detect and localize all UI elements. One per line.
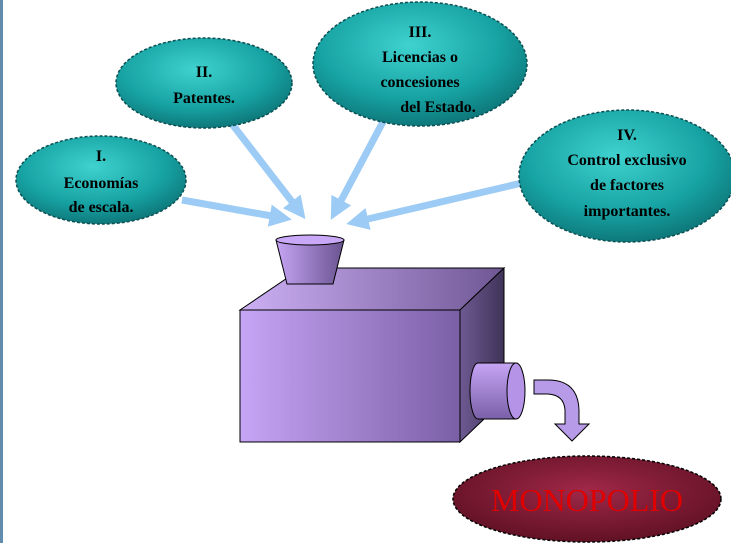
arrow-ii <box>229 121 306 220</box>
cause-iv-line-1: Control exclusivo <box>567 152 686 169</box>
cause-ii-line-1: Patentes. <box>173 90 235 107</box>
arrow-iii <box>330 116 389 220</box>
arrow-i <box>181 196 292 227</box>
result-label: MONOPOLIO <box>491 482 683 518</box>
cause-ellipse-i: I. Economías de escala. <box>15 135 187 225</box>
result-ellipse: MONOPOLIO <box>452 455 722 543</box>
cause-ellipse-iii: III. Licencias o concesiones del Estado. <box>312 1 528 127</box>
cause-iii-line-2: concesiones <box>380 74 459 91</box>
machine-top <box>238 267 506 311</box>
monopoly-machine <box>238 234 591 444</box>
cause-arrows <box>181 116 523 230</box>
arrow-iv <box>346 179 523 230</box>
cause-ii-numeral: II. <box>196 64 212 81</box>
edge-strip <box>0 0 3 543</box>
cause-iv-numeral: IV. <box>617 127 637 144</box>
cause-iii-numeral: III. <box>409 24 432 41</box>
machine-funnel <box>275 234 345 285</box>
machine-outlet <box>469 362 526 420</box>
cause-ellipse-ii: II. Patentes. <box>115 37 293 129</box>
output-arrow <box>533 379 591 442</box>
cause-ellipse-iv: IV. Control exclusivo de factores import… <box>518 109 731 243</box>
cause-iv-line-3: importantes. <box>584 203 671 220</box>
cause-i-line-2: de escala. <box>69 199 134 216</box>
cause-i-line-1: Economías <box>64 175 139 192</box>
cause-iv-line-2: de factores <box>590 177 664 194</box>
machine-front <box>239 309 461 443</box>
cause-i-numeral: I. <box>96 148 106 165</box>
cause-iii-line-3: del Estado. <box>400 99 476 116</box>
cause-iii-line-1: Licencias o <box>382 49 458 66</box>
